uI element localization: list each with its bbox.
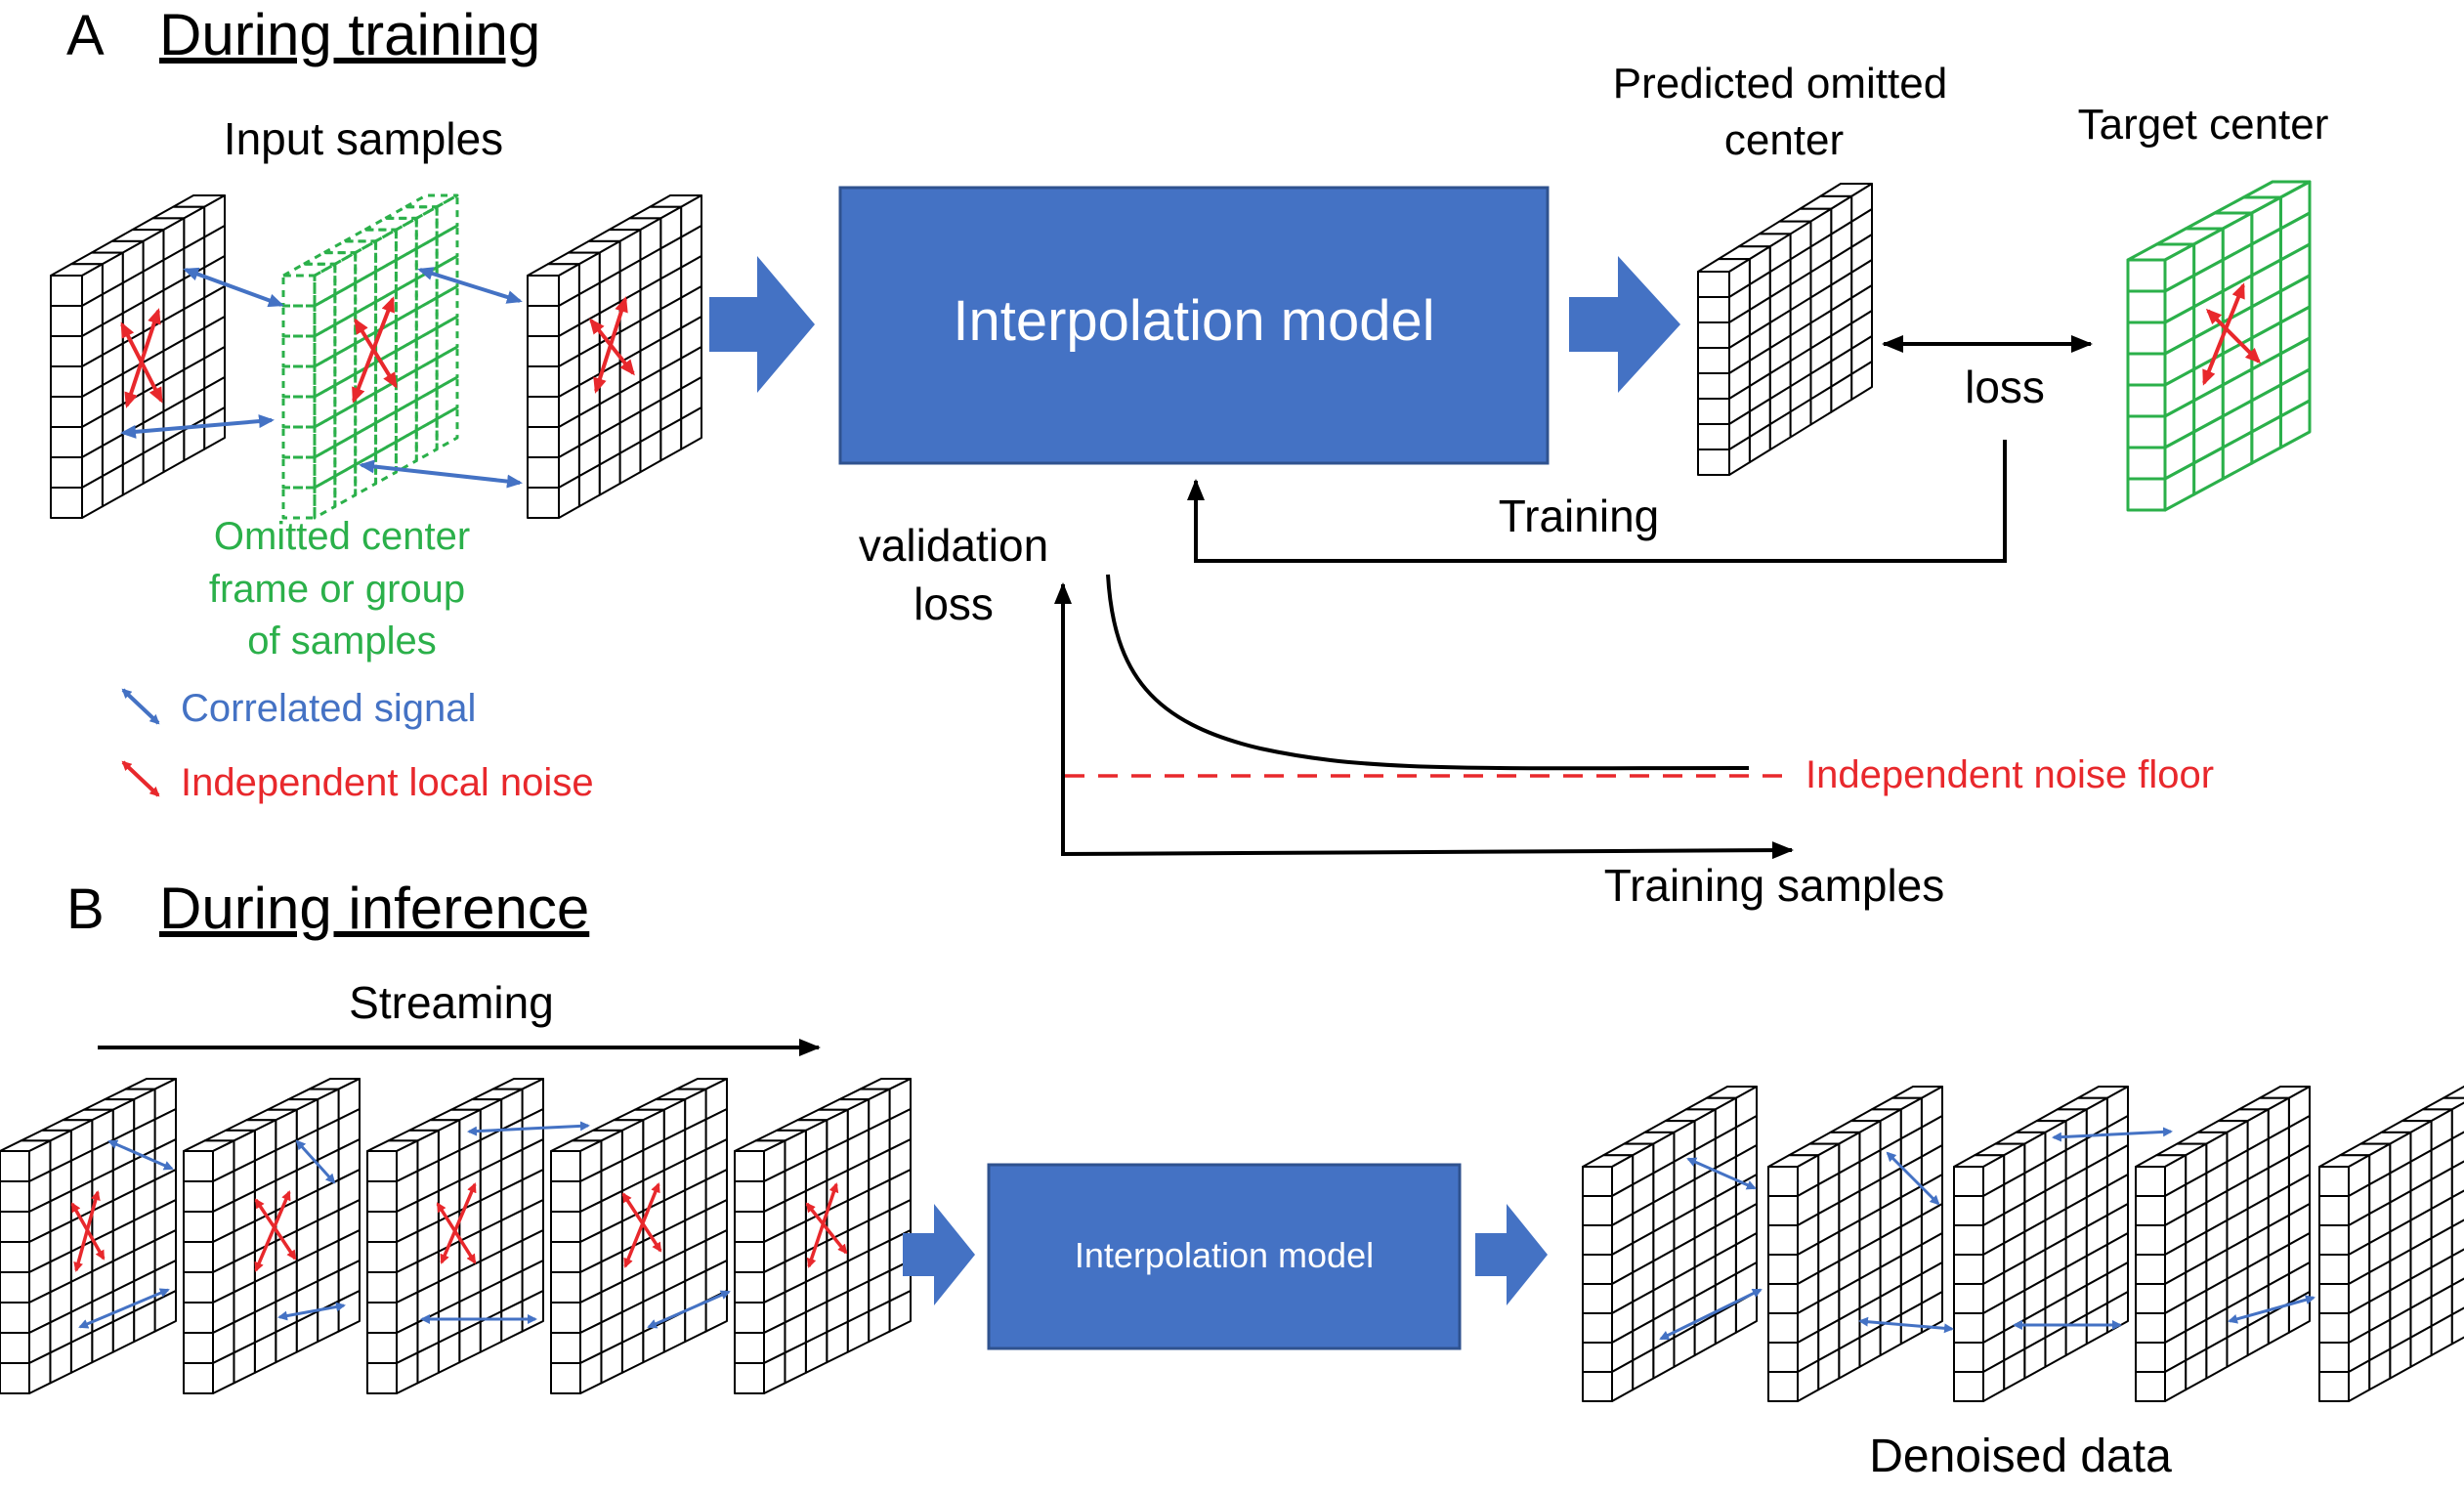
section-a-letter: A (66, 4, 105, 67)
predicted-center-frame (1697, 183, 1873, 476)
signal-arrow (120, 414, 275, 439)
signal-arrow (359, 459, 523, 489)
signal-arrow (2228, 1295, 2315, 1324)
noise-arrow (593, 296, 628, 394)
denoised-output-frame (1582, 1086, 1758, 1402)
noise-floor-label: Independent noise floor (1806, 753, 2214, 796)
signal-arrow (417, 267, 523, 304)
correlated-signal-legend-icon (121, 688, 160, 725)
section-a-title: During training (159, 2, 540, 67)
streaming-frames (0, 1078, 2464, 1402)
signal-arrow (78, 1288, 170, 1329)
independent-noise-arrows-a (120, 282, 2262, 408)
correlated-signal-legend-label: Correlated signal (181, 687, 476, 730)
validation-label-line1: validation (859, 520, 1048, 571)
denoised-output-frame (1767, 1086, 1943, 1402)
interpolation-model-box-a (838, 186, 1550, 465)
predicted-label-line2: center (1724, 116, 1844, 164)
flow-arrow-icon (1569, 256, 1680, 393)
validation-label-line2: loss (913, 578, 994, 629)
signal-arrow (107, 1139, 174, 1171)
signal-arrow (647, 1290, 731, 1329)
signal-arrow (295, 1139, 336, 1184)
signal-arrow (1686, 1157, 1757, 1190)
signal-arrow (277, 1302, 346, 1321)
independent-noise-arrows-b (70, 1182, 848, 1272)
flow-arrow-icon (1475, 1204, 1548, 1305)
training-label: Training (1499, 491, 1659, 541)
input-samples-label: Input samples (224, 113, 503, 164)
streaming-input-frame (734, 1078, 912, 1394)
validation-loss-curve (1106, 574, 1750, 771)
noise-arrow (352, 296, 395, 404)
input-frame (527, 194, 702, 519)
loss-label: loss (1965, 362, 2045, 412)
correlated-signal-arrows-denoised (1659, 1127, 2315, 1341)
section-b-letter: B (66, 877, 105, 941)
interpolation-model-label-b: Interpolation model (1075, 1235, 1374, 1275)
noise-arrow (806, 1182, 839, 1268)
independent-noise-legend-label: Independent local noise (181, 761, 594, 804)
streaming-input-frame (183, 1078, 361, 1394)
signal-arrow (183, 267, 284, 308)
correlated-signal-arrows-a (120, 267, 523, 489)
training-samples-label: Training samples (1604, 860, 1945, 911)
signal-arrow (1659, 1288, 1763, 1341)
predicted-label-line1: Predicted omitted (1613, 60, 1947, 107)
streaming-input-frame (366, 1078, 544, 1394)
signal-arrow (1858, 1316, 1954, 1334)
legend: Correlated signal Independent local nois… (121, 687, 594, 804)
denoised-output-frame (2135, 1086, 2311, 1402)
interpolation-model-box-b (987, 1163, 1462, 1350)
training-feedback-arrow (1187, 440, 2007, 563)
noise-arrow (73, 1190, 101, 1272)
noise-arrow (623, 1182, 660, 1268)
section-b-title: During inference (159, 876, 589, 941)
interpolation-model-label-a: Interpolation model (953, 289, 1434, 353)
noise-arrow (440, 1182, 477, 1264)
plot-x-axis (1060, 841, 1794, 860)
streaming-input-frame (0, 1078, 177, 1394)
omitted-label-line3: of samples (247, 620, 436, 663)
signal-arrow (467, 1121, 590, 1136)
flow-arrow-icon (903, 1204, 975, 1305)
streaming-label: Streaming (349, 977, 554, 1028)
independent-noise-legend-icon (121, 760, 160, 797)
target-center-label: Target center (2078, 101, 2329, 149)
noise-arrow (254, 1190, 291, 1272)
signal-arrow (2052, 1127, 2173, 1142)
signal-arrow (1886, 1151, 1940, 1206)
omitted-label-line2: frame or group (209, 568, 465, 611)
noise-arrow (124, 308, 161, 408)
denoised-output-frame (2318, 1086, 2464, 1402)
flow-arrow-icon (709, 256, 815, 393)
correlated-signal-arrows-b (78, 1121, 731, 1329)
omitted-label-line1: Omitted center (214, 515, 470, 558)
denoised-data-label: Denoised data (1869, 1431, 2172, 1482)
noise-arrow (2202, 282, 2245, 386)
